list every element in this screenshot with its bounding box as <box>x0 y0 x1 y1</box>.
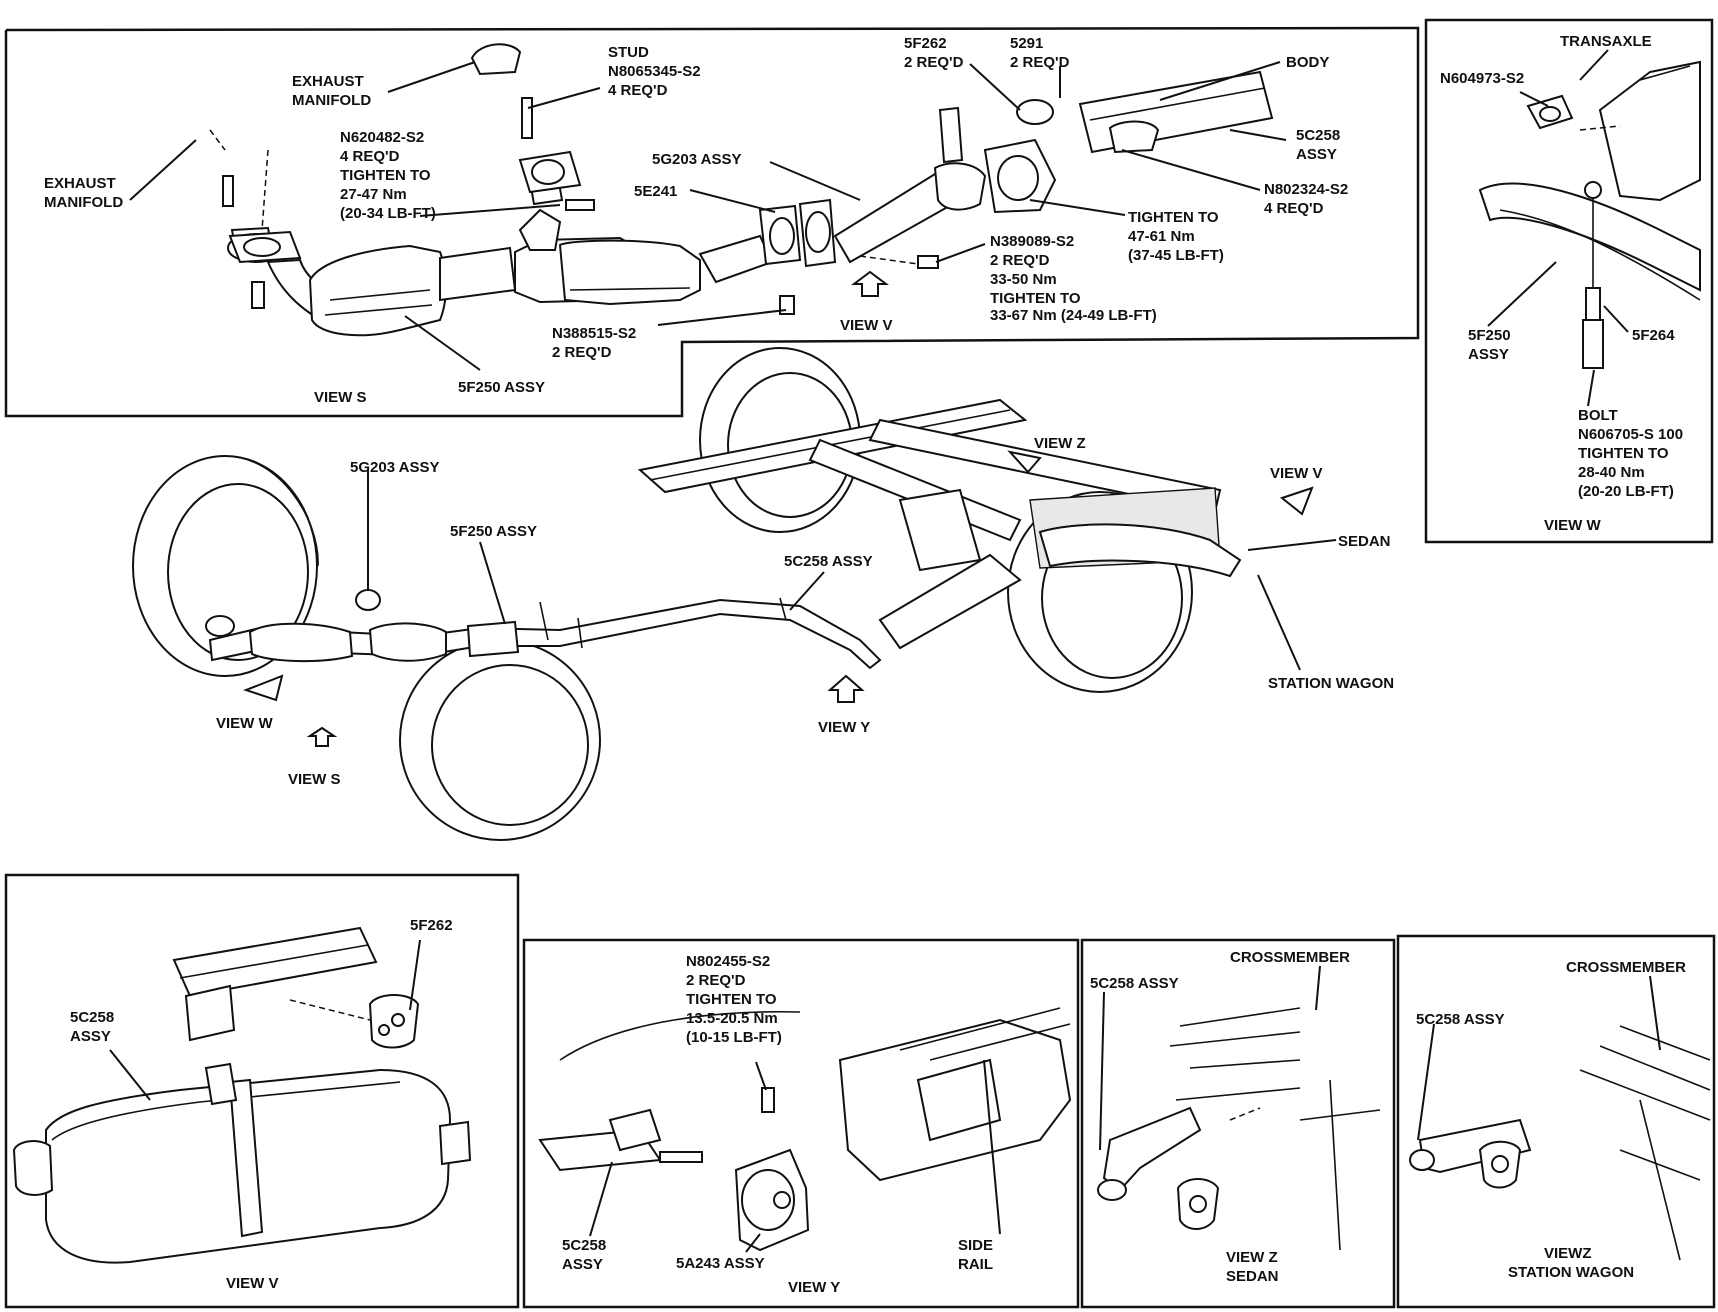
view-s-drawing <box>209 43 1274 337</box>
label-view-v-top: VIEW V <box>840 317 893 334</box>
panel-frames <box>4 18 1716 1309</box>
label-5g203-main: 5G203 ASSY <box>350 459 440 476</box>
view-arrows <box>243 270 1314 747</box>
label-transaxle: TRANSAXLE <box>1560 33 1652 50</box>
view-z-wagon-drawing <box>1409 1025 1711 1261</box>
label-crossmember-wagon: CROSSMEMBER <box>1566 959 1686 976</box>
label-5f262-v: 5F262 <box>410 917 453 934</box>
label-5f250-main: 5F250 ASSY <box>450 523 537 540</box>
view-v-arrow-main <box>1279 486 1314 516</box>
label-n604973: N604973-S2 <box>1440 70 1524 87</box>
view-y-drawing <box>538 1007 1072 1252</box>
label-view-z: VIEW Z <box>1034 435 1086 452</box>
label-view-v-main: VIEW V <box>1270 465 1323 482</box>
view-s-arrow <box>306 726 338 747</box>
label-5g203-top: 5G203 ASSY <box>652 151 742 168</box>
view-w-arrow <box>243 674 284 702</box>
main-vehicle-drawing <box>132 347 1242 841</box>
label-crossmember-sedan: CROSSMEMBER <box>1230 949 1350 966</box>
label-5f250-top: 5F250 ASSY <box>458 379 545 396</box>
label-5c258-sedan: 5C258 ASSY <box>1090 975 1179 992</box>
view-z-arrow <box>1007 450 1042 474</box>
label-5c258-wagon: 5C258 ASSY <box>1416 1011 1505 1028</box>
label-view-w-main: VIEW W <box>216 715 274 732</box>
label-5a243: 5A243 ASSY <box>676 1255 765 1272</box>
label-body: BODY <box>1286 54 1329 71</box>
label-view-s-main: VIEW S <box>288 771 341 788</box>
label-5f264: 5F264 <box>1632 327 1675 344</box>
view-v-muffler-drawing <box>12 926 472 1264</box>
leader-lines <box>109 49 1661 1253</box>
view-w-title: VIEW W <box>1544 517 1602 534</box>
label-station-wagon: STATION WAGON <box>1268 675 1394 692</box>
view-y-title: VIEW Y <box>788 1279 840 1296</box>
label-5c258-main: 5C258 ASSY <box>784 553 873 570</box>
view-s-title: VIEW S <box>314 389 367 406</box>
label-sedan: SEDAN <box>1338 533 1391 550</box>
view-v-title: VIEW V <box>226 1275 279 1292</box>
view-w-drawing <box>1478 60 1701 369</box>
label-5e241: 5E241 <box>634 183 677 200</box>
view-z-sedan-drawing <box>1097 1007 1381 1251</box>
view-y-arrow <box>827 674 865 703</box>
label-view-y-main: VIEW Y <box>818 719 870 736</box>
view-v-arrow-top <box>851 270 889 297</box>
